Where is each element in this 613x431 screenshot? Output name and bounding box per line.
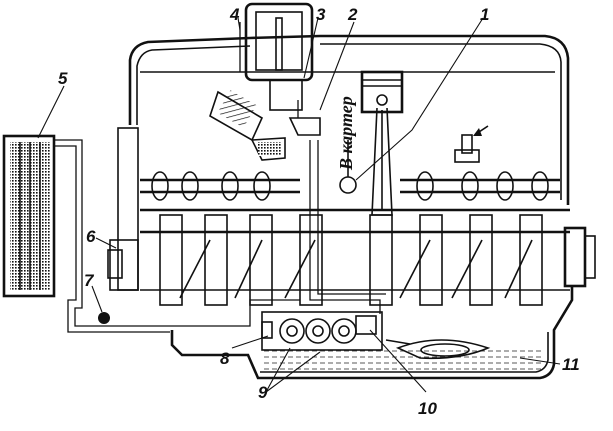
check-valve: [98, 312, 110, 324]
callout-8: 8: [220, 349, 230, 368]
callout-5: 5: [58, 69, 68, 88]
callout-1: 1: [480, 5, 489, 24]
oil-ducts: [54, 22, 386, 333]
crankcase-section: [109, 127, 596, 306]
callout-7: 7: [84, 271, 95, 290]
callout-10: 10: [418, 399, 437, 418]
pressure-indicator: [339, 140, 357, 194]
oil-filter-assembly: [209, 2, 321, 161]
camshaft: [140, 171, 560, 201]
timing-gear-housing: [117, 127, 139, 291]
crank-throws: [159, 214, 543, 306]
oil-cooler: [2, 134, 56, 298]
oil-strainer: [385, 339, 491, 360]
callouts: 1 2 3 4 5 6 7 8 9 10 11: [58, 5, 580, 418]
bypass-valve: [107, 249, 123, 279]
callout-6: 6: [86, 227, 96, 246]
flow-label: В картер: [336, 96, 356, 171]
callout-2: 2: [347, 5, 358, 24]
breather-fitting: [454, 125, 489, 163]
callout-4: 4: [229, 5, 240, 24]
callout-9: 9: [258, 383, 268, 402]
piston-assembly: [360, 70, 404, 216]
callout-3: 3: [316, 5, 326, 24]
leader-lines: [37, 17, 561, 393]
engine-block: [128, 34, 574, 380]
oil-pump: [261, 311, 383, 351]
callout-11: 11: [562, 355, 580, 374]
